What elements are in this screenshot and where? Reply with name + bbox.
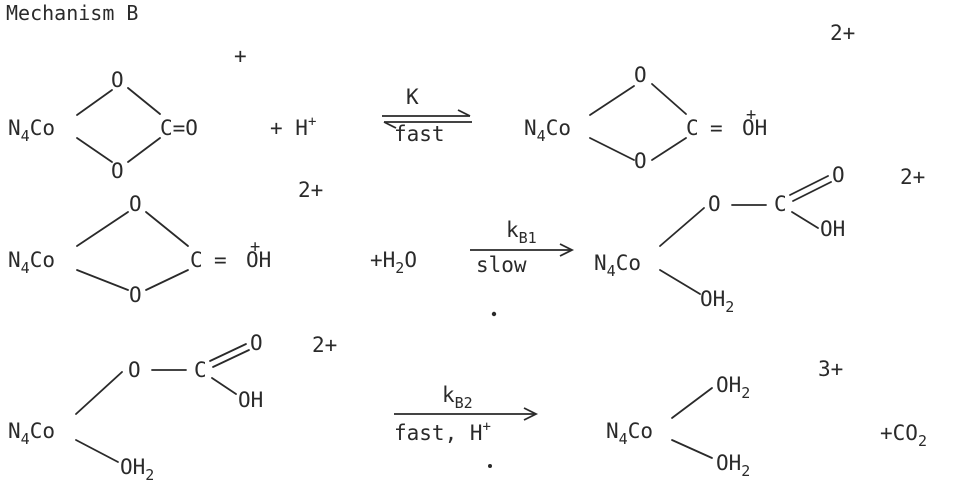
- carbonyl-group: C=O: [160, 116, 198, 140]
- water-reagent: +H2O: [370, 248, 417, 277]
- ring-carbon: C: [190, 248, 203, 272]
- bond-co-o-link: [659, 207, 705, 247]
- arrow-head: [523, 407, 539, 421]
- bond-co-o-bottom: [589, 137, 635, 161]
- bond-co-o-top: [589, 85, 635, 116]
- rate-condition-fast-h: fast, H+: [394, 419, 491, 445]
- rate-condition-slow: slow: [476, 253, 527, 277]
- equilibrium-constant-k: K: [406, 85, 419, 109]
- double-bond: =: [214, 248, 227, 272]
- carboxyl-hydroxyl: OH: [820, 217, 845, 241]
- metal-center: N4Co: [8, 248, 55, 277]
- metal-center: N4Co: [594, 251, 641, 280]
- bond-c-o-double-a: [789, 175, 829, 196]
- arrow-head: [559, 243, 575, 257]
- reaction-1-product: N4Co O O C = OH + 2+: [524, 21, 855, 173]
- ring-oxygen-bottom: O: [129, 283, 142, 307]
- ring-oxygen-bottom: O: [634, 149, 647, 173]
- hydroxyl-charge: +: [250, 237, 260, 257]
- hydroxyl-charge: +: [746, 105, 756, 125]
- bond-o-bottom-c: [145, 269, 189, 291]
- reaction-3-product: N4Co OH2 OH2 3+: [606, 357, 843, 480]
- reaction-3: N4Co O C O OH OH2 2+ kB2 fast, H+: [8, 331, 927, 484]
- carboxyl-carbon: C: [194, 358, 207, 382]
- metal-center: N4Co: [524, 116, 571, 145]
- bond-c-oh: [791, 211, 819, 229]
- aqua-ligand: OH2: [700, 287, 734, 316]
- metal-center: N4Co: [8, 419, 55, 448]
- carbon-dioxide-coproduct: +CO2: [880, 421, 927, 450]
- bond-co-water: [659, 269, 701, 295]
- ring-carbon: C: [686, 116, 699, 140]
- bond-o-top-c: [651, 83, 687, 115]
- bond-co-water-top: [671, 387, 713, 419]
- bond-co-o-bottom: [76, 269, 129, 291]
- mechanism-title: Mechanism B: [6, 1, 138, 25]
- aqua-ligand: OH2: [120, 455, 154, 484]
- reaction-2: N4Co O O C = OH + 2+ +H2O kB1 slow: [8, 163, 925, 316]
- reactant-charge: 2+: [312, 333, 337, 357]
- bond-c-oh: [211, 377, 237, 395]
- aqua-ligand-top: OH2: [716, 373, 750, 402]
- product-charge: 2+: [900, 165, 925, 189]
- equilibrium-condition-fast: fast: [394, 122, 445, 146]
- stray-dot-2: [488, 464, 492, 468]
- reaction-2-product: N4Co O C O OH OH2 2+: [594, 163, 925, 316]
- stray-dot-1: [491, 311, 497, 317]
- double-bond: =: [710, 116, 723, 140]
- bond-co-o-link: [75, 371, 123, 415]
- carbonyl-oxygen: O: [832, 163, 845, 187]
- ring-oxygen-top: O: [111, 68, 124, 92]
- carbonyl-oxygen: O: [250, 331, 263, 355]
- bond-co-water: [75, 439, 119, 463]
- linking-oxygen: O: [708, 192, 721, 216]
- reaction-1-reactant: N4Co O O C=O +: [8, 44, 247, 183]
- bond-co-o-top: [76, 89, 113, 116]
- reaction-2-reactant: N4Co O O C = OH + 2+: [8, 178, 323, 307]
- rate-constant-kb1: kB1: [506, 218, 537, 247]
- bond-c-o-double-b: [212, 349, 250, 368]
- product-charge: 3+: [818, 357, 843, 381]
- reverse-arrow-head: [383, 121, 397, 129]
- linking-oxygen: O: [128, 358, 141, 382]
- reactant-charge: +: [234, 44, 247, 68]
- metal-center: N4Co: [8, 116, 55, 145]
- protonated-hydroxyl: OH: [742, 116, 767, 140]
- ring-oxygen-bottom: O: [111, 159, 124, 183]
- carboxyl-carbon: C: [774, 192, 787, 216]
- reaction-3-reactant: N4Co O C O OH OH2 2+: [8, 331, 337, 484]
- bond-o-bottom-c: [651, 137, 687, 161]
- bond-co-o-bottom: [76, 137, 113, 163]
- ring-oxygen-top: O: [634, 63, 647, 87]
- rate-constant-kb2: kB2: [442, 383, 473, 412]
- ring-oxygen-top: O: [129, 192, 142, 216]
- rate-arrow-kb2: kB2 fast, H+: [394, 383, 539, 445]
- metal-center: N4Co: [606, 419, 653, 448]
- carboxyl-hydroxyl: OH: [238, 388, 263, 412]
- bond-o-bottom-c: [127, 137, 161, 163]
- protonated-hydroxyl: OH: [246, 248, 271, 272]
- forward-arrow-head: [457, 109, 471, 117]
- aqua-ligand-bottom: OH2: [716, 451, 750, 480]
- product-charge: 2+: [830, 21, 855, 45]
- bond-o-top-c: [127, 87, 161, 115]
- equilibrium-arrow: K fast: [382, 85, 472, 146]
- bond-c-o-double-a: [209, 343, 247, 362]
- bond-co-water-bottom: [671, 439, 713, 459]
- proton-reagent: + H+: [270, 114, 316, 140]
- bond-co-o-top: [76, 211, 129, 247]
- reaction-1: N4Co O O C=O + + H+ K fast N4Co: [8, 21, 855, 183]
- rate-arrow-kb1: kB1 slow: [470, 218, 575, 277]
- bond-c-o-double-b: [792, 181, 832, 202]
- bond-o-top-c: [145, 211, 189, 247]
- reactant-charge: 2+: [298, 178, 323, 202]
